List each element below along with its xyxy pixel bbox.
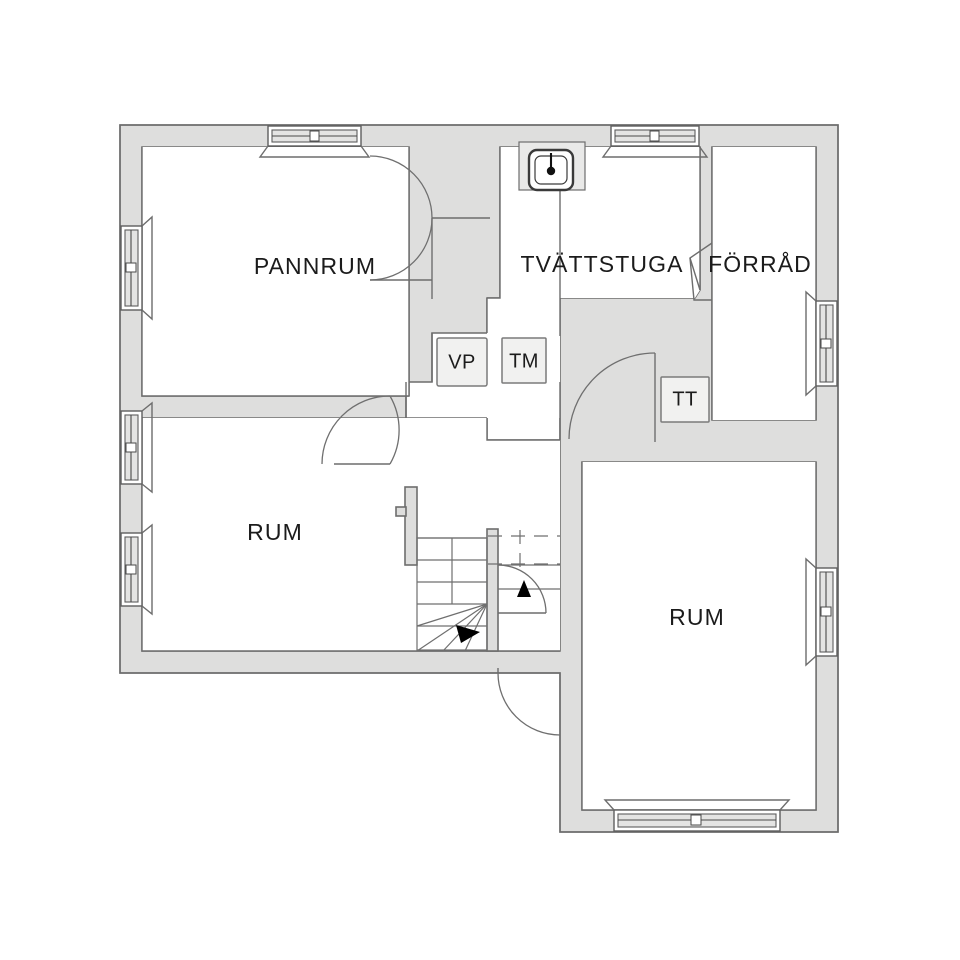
room-pannrum-floor bbox=[142, 147, 409, 396]
window-top-right bbox=[601, 125, 709, 158]
laundry-sink-icon bbox=[518, 141, 586, 192]
appliance-labels: VP TM TT bbox=[448, 350, 697, 410]
room-label-rum-left: RUM bbox=[247, 519, 303, 545]
room-rum-right-floor bbox=[582, 462, 816, 810]
appliance-vp-box bbox=[436, 337, 488, 387]
appliance-label-vp: VP bbox=[448, 351, 475, 373]
stair-up-arrow-angled bbox=[456, 625, 480, 643]
window-right-rum bbox=[805, 557, 838, 667]
stair-winder-treads bbox=[416, 603, 488, 652]
room-label-forrad: FÖRRÅD bbox=[708, 250, 812, 277]
staircase bbox=[416, 530, 560, 652]
room-label-tvattstuga: TVÄTTSTUGA bbox=[520, 251, 683, 277]
room-label-pannrum: PANNRUM bbox=[254, 253, 376, 279]
appliance-tt-box bbox=[660, 376, 710, 423]
room-labels: PANNRUM TVÄTTSTUGA FÖRRÅD RUM RUM bbox=[247, 250, 812, 630]
doors bbox=[321, 155, 713, 736]
window-top-left bbox=[258, 125, 371, 158]
appliance-label-tt: TT bbox=[672, 388, 697, 410]
windows bbox=[120, 125, 838, 832]
room-rum-left-floor bbox=[142, 418, 560, 651]
hall-wall-nib bbox=[395, 486, 418, 566]
stair-landing-dashed bbox=[488, 530, 560, 570]
door-tvattstuga-rum-right bbox=[568, 352, 656, 442]
stair-stringer-wall bbox=[486, 528, 499, 652]
window-right-forrad bbox=[805, 290, 838, 397]
door-tvattstuga-forrad bbox=[689, 242, 713, 301]
appliance-label-tm: TM bbox=[509, 350, 539, 372]
door-hall-rum-right bbox=[497, 668, 561, 736]
room-label-rum-right: RUM bbox=[669, 604, 725, 630]
door-stair-hall bbox=[497, 564, 547, 614]
door-pannrum-tvattstuga bbox=[369, 155, 490, 299]
window-left-mid bbox=[120, 401, 153, 494]
appliance-boxes bbox=[436, 337, 710, 423]
stair-up-arrow-vertical bbox=[517, 580, 531, 597]
appliance-tm-box bbox=[501, 337, 547, 384]
window-bottom-rum bbox=[603, 799, 791, 832]
room-forrad-floor bbox=[712, 147, 816, 420]
door-rum-left-hall bbox=[321, 395, 400, 465]
room-floors bbox=[142, 147, 816, 810]
window-left-lower bbox=[120, 523, 153, 616]
window-left-upper bbox=[120, 215, 153, 321]
